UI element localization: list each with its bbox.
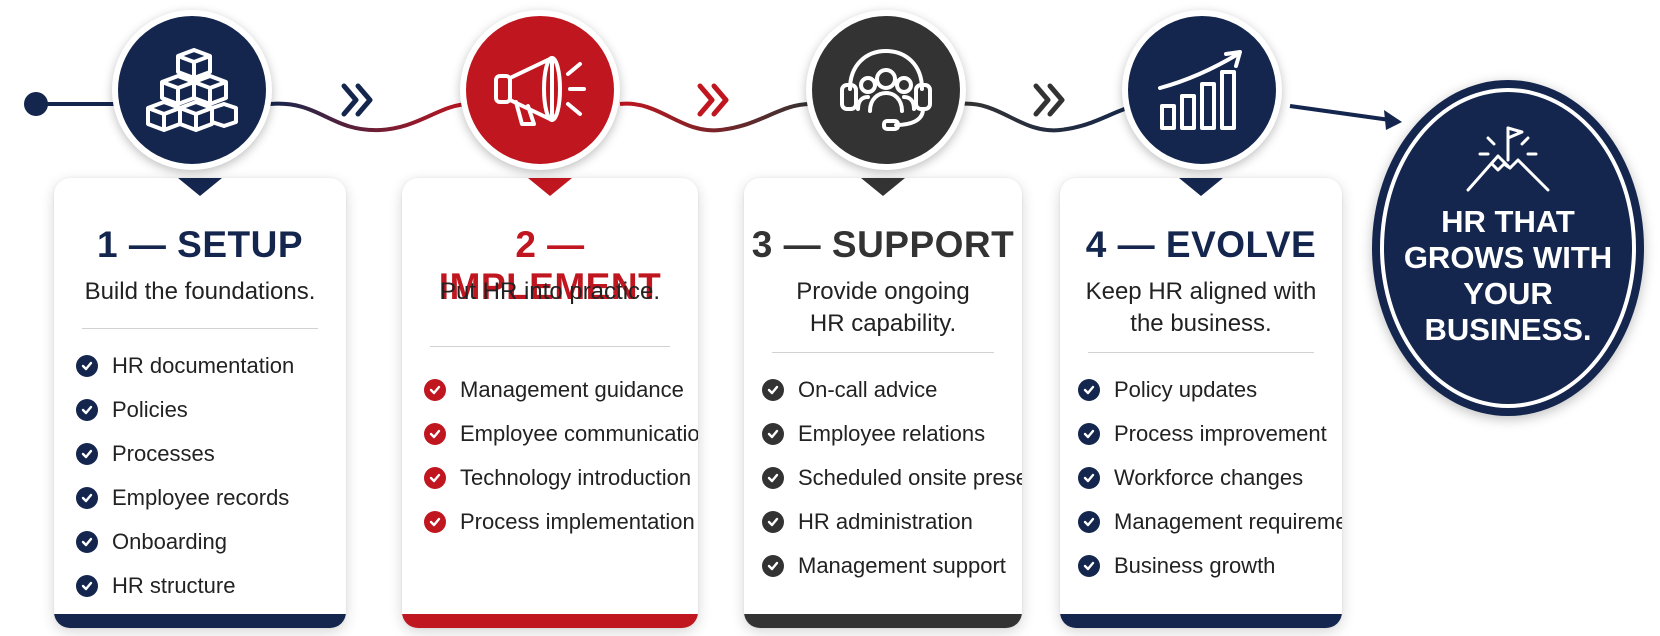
card-pointer [528, 178, 572, 196]
step-title: 2 — IMPLEMENT [438, 224, 662, 307]
list-item: HR administration [762, 500, 1014, 544]
step-item-list: Management guidance Employee communicati… [424, 368, 698, 544]
step-title: 1 — SETUP [97, 224, 303, 265]
checkmark-icon [424, 423, 446, 445]
step-item-list: Policy updates Process improvement Workf… [1078, 368, 1342, 588]
step-title: 3 — SUPPORT [751, 224, 1015, 265]
step-card-evolve: 4 — EVOLVE Keep HR aligned with the busi… [1060, 178, 1342, 628]
list-item: Business growth [1078, 544, 1334, 588]
checkmark-icon [76, 355, 98, 377]
list-item: Processes [76, 432, 338, 476]
divider [1088, 352, 1314, 353]
checkmark-icon [762, 423, 784, 445]
card-pointer [1179, 178, 1223, 196]
list-item: On-call advice [762, 368, 1014, 412]
step-card-setup: 1 — SETUP Build the foundations. HR docu… [54, 178, 346, 628]
checkmark-icon [1078, 467, 1100, 489]
step-icon-setup [112, 10, 272, 170]
list-item: Management support [762, 544, 1014, 588]
checkmark-icon [762, 379, 784, 401]
step-icon-evolve [1122, 10, 1282, 170]
card-accent-bar [402, 614, 698, 628]
step-item-list: On-call advice Employee relations Schedu… [762, 368, 1022, 588]
stacked-boxes-icon [146, 48, 238, 132]
checkmark-icon [424, 379, 446, 401]
checkmark-icon [424, 467, 446, 489]
divider [82, 328, 318, 329]
list-item: Policy updates [1078, 368, 1334, 412]
chevron-right-icon [341, 83, 373, 117]
final-outcome-badge: HR THAT GROWS WITH YOUR BUSINESS. [1372, 80, 1644, 416]
card-accent-bar [54, 614, 346, 628]
step-subtitle: Keep HR aligned with the business. [1085, 278, 1317, 337]
checkmark-icon [76, 443, 98, 465]
step-subtitle: Build the foundations. [84, 278, 316, 305]
step-subtitle: Provide ongoing HR capability. [796, 278, 970, 337]
card-pointer [861, 178, 905, 196]
growth-chart-icon [1158, 50, 1242, 130]
headset-team-icon [840, 49, 932, 131]
checkmark-icon [762, 511, 784, 533]
list-item: Employee relations [762, 412, 1014, 456]
divider [430, 346, 670, 347]
list-item: Policies [76, 388, 338, 432]
step-icon-implement [460, 10, 620, 170]
checkmark-icon [76, 399, 98, 421]
megaphone-icon [494, 56, 586, 126]
step-card-support: 3 — SUPPORT Provide ongoing HR capabilit… [744, 178, 1022, 628]
checkmark-icon [1078, 379, 1100, 401]
mountain-flag-icon [1466, 126, 1550, 192]
list-item: Technology introduction [424, 456, 691, 500]
list-item: Process implementation [424, 500, 695, 544]
list-item: Employee records [76, 476, 338, 520]
card-pointer [178, 178, 222, 196]
list-item: Workforce changes [1078, 456, 1334, 500]
step-icon-support [806, 10, 966, 170]
step-card-implement: 2 — IMPLEMENT Put HR into practice. Mana… [402, 178, 698, 628]
checkmark-icon [1078, 511, 1100, 533]
list-item: HR structure [76, 564, 338, 608]
step-subtitle: Put HR into practice. [439, 278, 661, 305]
divider [772, 352, 994, 353]
list-item: Scheduled onsite presence [762, 456, 1022, 500]
final-outcome-text: HR THAT GROWS WITH YOUR BUSINESS. [1403, 204, 1613, 347]
checkmark-icon [762, 467, 784, 489]
step-item-list: HR documentation Policies Processes Empl… [76, 344, 338, 608]
card-accent-bar [744, 614, 1022, 628]
checkmark-icon [424, 511, 446, 533]
list-item: Process improvement [1078, 412, 1334, 456]
list-item: Onboarding [76, 520, 338, 564]
chevron-right-icon [1033, 83, 1065, 117]
checkmark-icon [762, 555, 784, 577]
card-accent-bar [1060, 614, 1342, 628]
list-item: Management requirements [1078, 500, 1342, 544]
checkmark-icon [1078, 555, 1100, 577]
checkmark-icon [76, 531, 98, 553]
checkmark-icon [1078, 423, 1100, 445]
list-item: Management guidance [424, 368, 690, 412]
chevron-right-icon [697, 83, 729, 117]
timeline-arrowhead [1384, 110, 1402, 130]
list-item: HR documentation [76, 344, 338, 388]
checkmark-icon [76, 575, 98, 597]
list-item: Employee communication [424, 412, 698, 456]
step-title: 4 — EVOLVE [1085, 224, 1317, 265]
badge-ring [1380, 88, 1636, 408]
checkmark-icon [76, 487, 98, 509]
